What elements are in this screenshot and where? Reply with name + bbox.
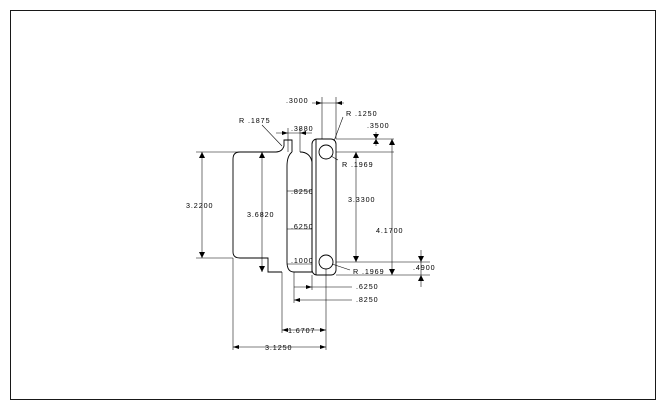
- dim-slot-offset: .1000: [291, 256, 314, 265]
- dim-hole-offset-bottom: .4900: [413, 263, 436, 272]
- dim-hole-offset-top: .3500: [367, 121, 390, 130]
- dim-bottom-width-a: .6250: [356, 282, 379, 291]
- dim-gap-width: .3880: [291, 124, 314, 133]
- dimension-labels: .3000 R .1250 R .1875 .3880 .3500 R .196…: [186, 96, 436, 352]
- dim-inner-width: .8250: [291, 187, 314, 196]
- hole-bottom: [318, 254, 334, 270]
- dimension-lines: [196, 97, 430, 350]
- dim-bottom-width-b: .8250: [356, 295, 379, 304]
- dim-top-width: .3000: [286, 96, 309, 105]
- hole-top: [318, 144, 334, 160]
- dim-center-offset: 1.6707: [288, 326, 315, 335]
- dim-overall-height-left: 3.2200: [186, 201, 213, 210]
- dim-overall-width: 3.1250: [265, 343, 292, 352]
- dim-inner-height: 3.6820: [247, 210, 274, 219]
- part-outline: [232, 138, 337, 276]
- dim-hole-spacing: 3.3300: [348, 195, 375, 204]
- drawing-border: [10, 10, 656, 400]
- dim-hole-radius-top: R .1969: [342, 160, 373, 169]
- dim-corner-radius-left: R .1875: [239, 116, 270, 125]
- dim-slot-width: .6250: [291, 222, 314, 231]
- dim-hole-radius-bottom: R .1969: [353, 267, 384, 276]
- dim-corner-radius-top: R .1250: [346, 109, 377, 118]
- dim-overall-height-right: 4.1700: [376, 226, 403, 235]
